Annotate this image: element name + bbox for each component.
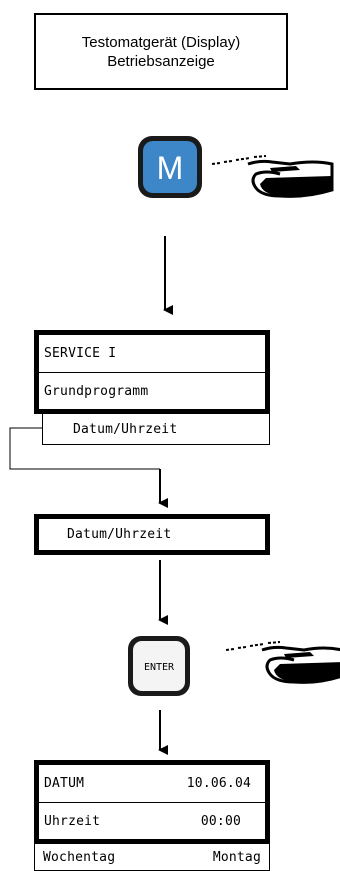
service-menu-next-item: Datum/Uhrzeit — [42, 414, 270, 445]
uhrzeit-value: 00:00 — [200, 813, 241, 829]
m-button-label: M — [157, 150, 184, 186]
service-menu-title-text: SERVICE I — [44, 346, 117, 361]
service-menu-display: SERVICE I Grundprogramm — [34, 330, 270, 414]
uhrzeit-label: Uhrzeit — [44, 813, 101, 829]
datum-uhrzeit-display: Datum/Uhrzeit — [34, 514, 270, 555]
title-box: Testomatgerät (Display) Betriebsanzeige — [34, 13, 288, 90]
uhrzeit-row: Uhrzeit 00:00 — [39, 802, 265, 839]
datum-row: DATUM 10.06.04 — [39, 765, 265, 802]
service-menu-next-item-text: Datum/Uhrzeit — [73, 421, 178, 437]
enter-button-icon[interactable]: ENTER — [128, 636, 190, 696]
pointing-hand-icon — [211, 155, 334, 198]
title-line2: Betriebsanzeige — [107, 52, 215, 70]
result-display: DATUM 10.06.04 Uhrzeit 00:00 — [34, 760, 270, 844]
title-line1: Testomatgerät (Display) — [81, 33, 241, 51]
connector-line — [9, 427, 160, 470]
service-menu-title: SERVICE I — [39, 335, 265, 372]
service-menu-item-text: Grundprogramm — [44, 383, 149, 399]
wochentag-label: Wochentag — [43, 849, 116, 865]
datum-value: 10.06.04 — [186, 776, 251, 791]
datum-label: DATUM — [44, 776, 85, 791]
enter-button-label: ENTER — [144, 662, 175, 673]
wochentag-value: Montag — [212, 849, 261, 865]
wochentag-row: Wochentag Montag — [34, 844, 270, 871]
m-button-icon[interactable]: M — [138, 136, 202, 198]
datum-uhrzeit-text: Datum/Uhrzeit — [67, 527, 172, 542]
service-menu-item: Grundprogramm — [39, 372, 265, 409]
pointing-hand-icon — [225, 641, 340, 684]
